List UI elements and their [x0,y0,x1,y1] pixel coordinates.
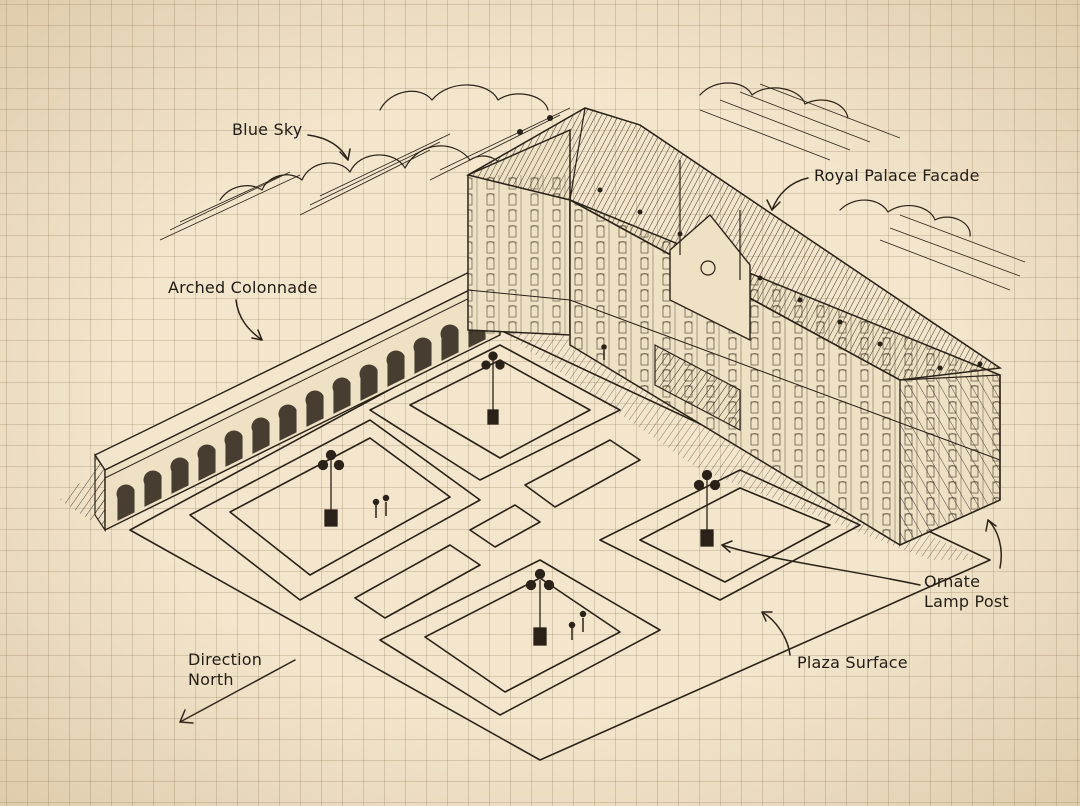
label-blue-sky: Blue Sky [232,120,303,139]
label-royal-palace-facade: Royal Palace Facade [814,166,980,185]
label-ornate: Ornate [924,572,981,591]
lamp-post-4 [525,568,555,646]
label-direction: Direction [188,650,263,669]
sky-hatching [159,83,1026,291]
label-plaza-surface: Plaza Surface [797,653,908,672]
lamp-post-2 [317,449,345,527]
people [372,344,607,640]
label-north: North [188,670,234,689]
label-arched-colonnade: Arched Colonnade [168,278,318,297]
label-lamp-post: Lamp Post [924,592,1009,611]
annotation-arrows [179,134,1002,724]
lamp-post-3 [693,469,721,547]
royal-palace [465,107,1003,547]
lamp-post-1 [481,351,505,425]
lamp-posts [317,351,721,646]
